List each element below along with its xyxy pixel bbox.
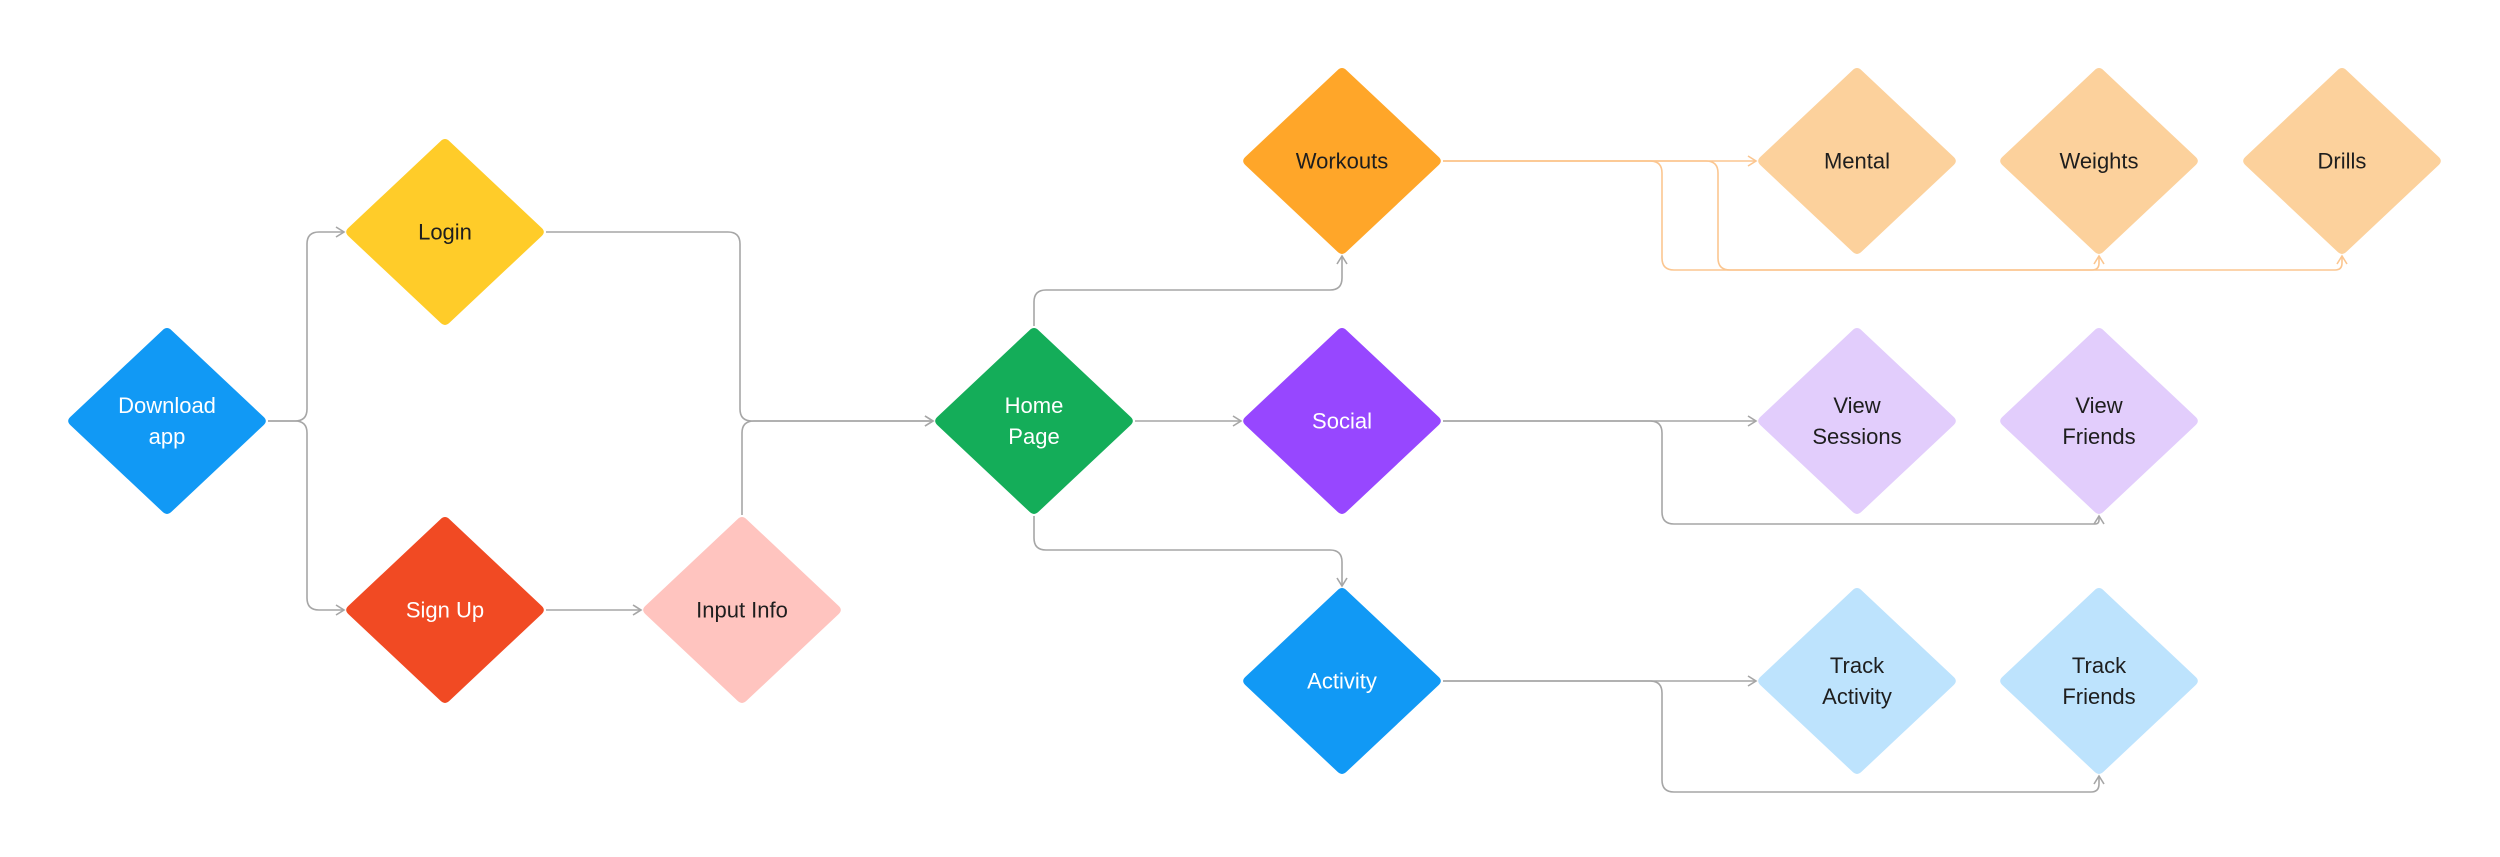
node-inputinfo[interactable]: Input Info	[641, 515, 841, 703]
node-inputinfo-label: Input Info	[696, 598, 788, 623]
connector-social-to-viewfriends	[1443, 420, 2105, 525]
node-home-label: Page	[1008, 424, 1059, 449]
node-download-shape	[66, 326, 266, 514]
node-mental[interactable]: Mental	[1756, 66, 1956, 254]
connectors	[268, 155, 2348, 793]
node-trackfriends-label: Friends	[2062, 684, 2135, 709]
node-inputinfo-shape	[641, 515, 841, 703]
node-trackactivity-label: Activity	[1822, 684, 1892, 709]
node-weights-shape	[1998, 66, 2198, 254]
connector-download-to-signup	[268, 420, 346, 616]
node-login-label: Login	[418, 220, 472, 245]
node-viewfriends-label: Friends	[2062, 424, 2135, 449]
node-mental-label: Mental	[1824, 149, 1890, 174]
node-download-label: app	[149, 424, 186, 449]
node-weights-label: Weights	[2059, 149, 2138, 174]
node-download-label: Download	[118, 393, 216, 418]
node-signup-shape	[344, 515, 544, 703]
node-signup-label: Sign Up	[406, 598, 484, 623]
node-drills-label: Drills	[2318, 149, 2367, 174]
connector-inputinfo-to-home	[741, 415, 935, 515]
node-weights[interactable]: Weights	[1998, 66, 2198, 254]
node-social[interactable]: Social	[1241, 326, 1441, 514]
node-viewsessions-label: Sessions	[1812, 424, 1901, 449]
connector-workouts-to-drills	[1443, 160, 2348, 271]
connector-home-to-workouts	[1033, 254, 1348, 326]
node-drills[interactable]: Drills	[2241, 66, 2441, 254]
node-signup[interactable]: Sign Up	[344, 515, 544, 703]
connector-activity-to-trackfriends	[1443, 680, 2105, 793]
node-mental-shape	[1756, 66, 1956, 254]
node-viewfriends-label: View	[2075, 393, 2122, 418]
connector-home-to-activity	[1033, 516, 1348, 588]
connector-download-to-login	[268, 226, 346, 422]
node-workouts-label: Workouts	[1296, 149, 1389, 174]
node-trackfriends-label: Track	[2072, 653, 2127, 678]
node-workouts[interactable]: Workouts	[1241, 66, 1441, 254]
node-trackactivity-shape	[1756, 586, 1956, 774]
node-trackactivity-label: Track	[1830, 653, 1885, 678]
node-activity-shape	[1241, 586, 1441, 774]
node-viewfriends-shape	[1998, 326, 2198, 514]
connector-login-to-home	[546, 231, 935, 427]
node-download[interactable]: Download app	[66, 326, 266, 514]
node-viewsessions-shape	[1756, 326, 1956, 514]
node-trackfriends-shape	[1998, 586, 2198, 774]
node-workouts-shape	[1241, 66, 1441, 254]
node-viewsessions-label: View	[1833, 393, 1880, 418]
node-login[interactable]: Login	[344, 137, 544, 325]
connector-workouts-to-weights	[1443, 160, 2105, 271]
node-login-shape	[344, 137, 544, 325]
node-social-shape	[1241, 326, 1441, 514]
node-home-shape	[933, 326, 1133, 514]
node-social-label: Social	[1312, 409, 1372, 434]
node-home-label: Home	[1005, 393, 1064, 418]
node-activity[interactable]: Activity	[1241, 586, 1441, 774]
node-drills-shape	[2241, 66, 2441, 254]
node-activity-label: Activity	[1307, 669, 1377, 694]
